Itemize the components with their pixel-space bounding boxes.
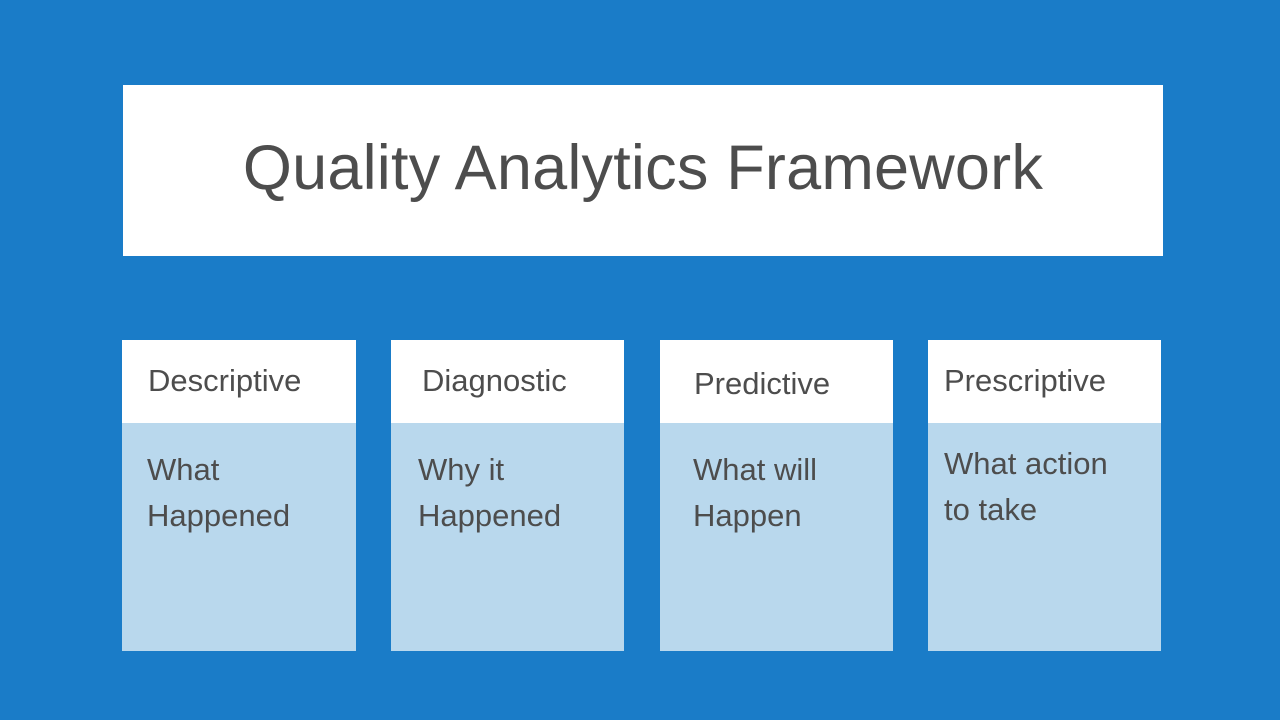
analytics-card-prescriptive[interactable]: Prescriptive What action to take	[928, 340, 1161, 651]
card-title-prescriptive: Prescriptive	[944, 363, 1106, 399]
card-body-prescriptive: What action to take	[928, 423, 1161, 651]
card-body-diagnostic: Why it Happened	[391, 423, 624, 651]
analytics-card-diagnostic[interactable]: Diagnostic Why it Happened	[391, 340, 624, 651]
analytics-card-descriptive[interactable]: Descriptive What Happened	[122, 340, 356, 651]
card-description-descriptive: What Happened	[147, 452, 291, 534]
card-header-diagnostic: Diagnostic	[391, 340, 624, 423]
card-title-predictive: Predictive	[694, 366, 831, 402]
card-title-diagnostic: Diagnostic	[422, 363, 567, 399]
analytics-card-predictive[interactable]: Predictive What will Happen	[660, 340, 893, 651]
card-description-predictive: What will Happen	[693, 452, 818, 534]
card-description-prescriptive: What action to take	[944, 446, 1108, 528]
card-header-descriptive: Descriptive	[122, 340, 356, 423]
page-title: Quality Analytics Framework	[242, 133, 1044, 204]
analytics-card-row: Descriptive What Happened Diagnostic Why…	[0, 340, 1280, 651]
title-banner: Quality Analytics Framework	[123, 85, 1163, 256]
card-title-descriptive: Descriptive	[148, 363, 302, 399]
card-description-diagnostic: Why it Happened	[418, 452, 562, 534]
card-body-predictive: What will Happen	[660, 423, 893, 651]
card-body-descriptive: What Happened	[122, 423, 356, 651]
card-header-predictive: Predictive	[660, 340, 893, 423]
card-header-prescriptive: Prescriptive	[928, 340, 1161, 423]
